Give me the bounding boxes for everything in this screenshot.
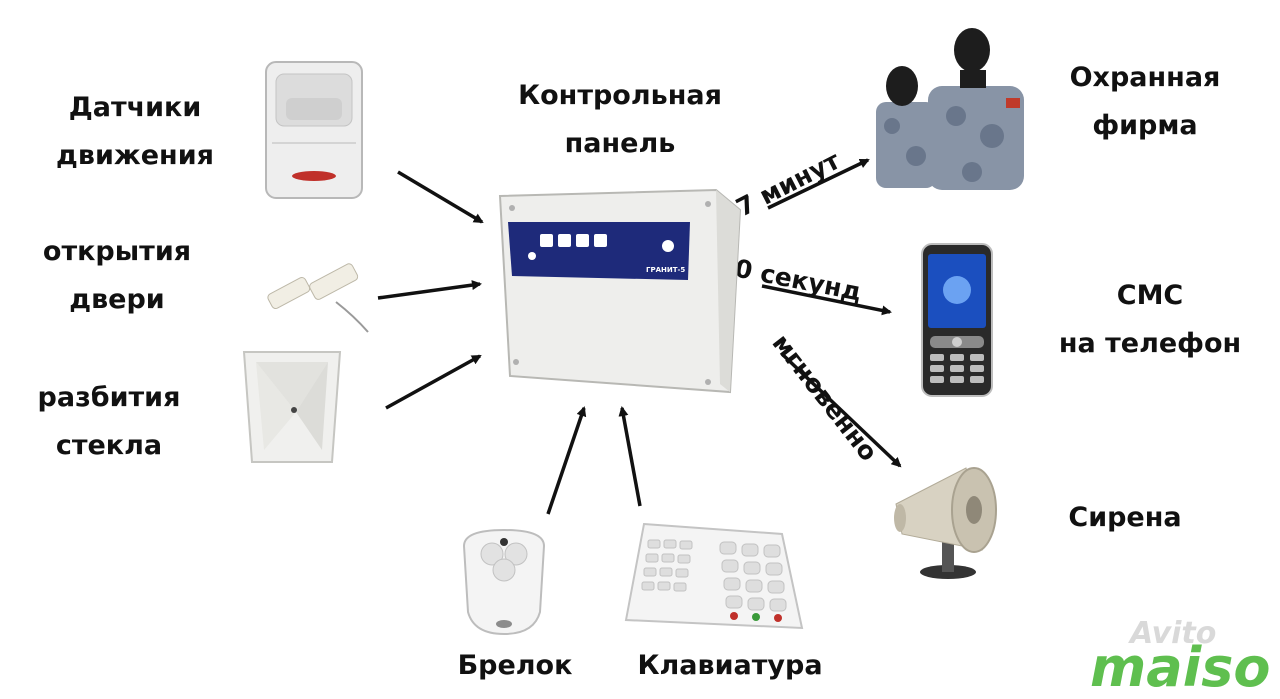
control-panel-image: ГРАНИТ-5 [494,186,744,396]
door-sensor-image [267,263,369,333]
glass-sensor-label: разбития стекла [37,382,181,461]
glass-sensor-image [242,351,342,463]
security-firm-label: Охранная фирма [1069,62,1221,141]
mobile-phone-image [921,243,993,397]
keyfob-label: Брелок [457,650,573,681]
arrow-motion-to-panel [397,170,484,224]
arrow-keyfob-to-panel [546,406,587,515]
avito-watermark: Avito [1130,616,1217,651]
security-guards-image [876,28,1024,190]
keypad-label: Клавиатура [637,650,823,681]
arrow-panel-to-firm [767,158,870,210]
arrow-panel-to-sms [761,284,892,316]
maiso-watermark: maiso [1090,636,1271,699]
arrow-door-to-panel [377,280,482,300]
arrow-keypad-to-panel [618,406,642,507]
siren-label: Сирена [1068,502,1182,533]
control-panel-brand: ГРАНИТ-5 [646,266,686,274]
motion-sensor-image [265,61,363,199]
sms-label: СМС на телефон [1058,280,1242,359]
door-sensor-label: открытия двери [42,236,192,315]
motion-sensor-label: Датчики движения [56,92,214,171]
siren-image [894,467,997,579]
control-panel-label: Контрольная панель [518,80,722,159]
arrow-panel-to-siren [780,352,902,468]
keypad-image [624,522,804,630]
keyfob-image [462,528,546,636]
arrow-glass-to-panel [385,354,482,410]
